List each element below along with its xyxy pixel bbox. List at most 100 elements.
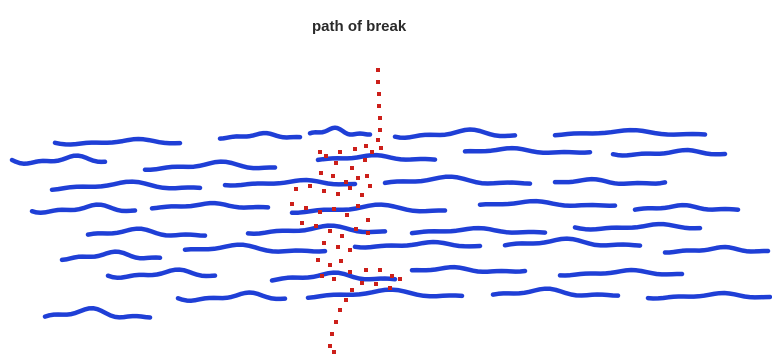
fiber-strand — [175, 290, 288, 303]
break-dot — [398, 277, 402, 281]
fiber-strand — [352, 239, 483, 250]
break-dot — [332, 207, 336, 211]
fiber-strand — [315, 152, 438, 163]
break-dot — [332, 277, 336, 281]
fiber-strand — [289, 202, 448, 216]
break-dot — [318, 210, 322, 214]
fiber-strand — [9, 153, 108, 166]
break-dot — [388, 286, 392, 290]
fiber-strand — [217, 130, 303, 141]
fiber-strand — [552, 127, 708, 138]
break-dot — [348, 248, 352, 252]
break-dot — [334, 320, 338, 324]
fiber-strand — [382, 174, 533, 186]
break-dot — [334, 161, 338, 165]
fiber-strand — [105, 267, 218, 280]
break-dot — [350, 288, 354, 292]
break-dot — [330, 332, 334, 336]
break-dot — [378, 116, 382, 120]
break-dot — [316, 258, 320, 262]
break-dot — [348, 186, 352, 190]
break-dot — [328, 344, 332, 348]
break-dot — [336, 192, 340, 196]
break-dot — [340, 234, 344, 238]
fiber-strand — [502, 236, 643, 248]
break-dot — [370, 150, 374, 154]
break-dot — [339, 259, 343, 263]
fiber-strand — [662, 244, 771, 255]
break-dot — [331, 174, 335, 178]
break-dot — [318, 150, 322, 154]
break-dot — [328, 263, 332, 267]
break-dot — [390, 274, 394, 278]
fiber-strand — [305, 287, 465, 301]
fiber-strand — [409, 225, 548, 236]
fiber-strand — [29, 202, 138, 216]
fiber-strand — [85, 226, 208, 238]
break-dot — [356, 176, 360, 180]
break-dot — [338, 308, 342, 312]
break-dot — [378, 268, 382, 272]
break-dot — [376, 80, 380, 84]
fiber-strand — [552, 176, 668, 187]
fiber-strand — [182, 242, 328, 254]
break-dot — [366, 231, 370, 235]
break-dot — [336, 245, 340, 249]
break-dot — [344, 180, 348, 184]
break-dot — [376, 68, 380, 72]
fiber-strand — [59, 249, 163, 263]
fiber-strand — [307, 125, 373, 137]
break-dot — [374, 282, 378, 286]
break-dot — [314, 224, 318, 228]
fiber-strand — [269, 270, 398, 283]
fiber-strand — [610, 147, 728, 158]
fiber-strand — [462, 145, 593, 155]
break-path-dots — [290, 68, 402, 354]
fiber-strand — [142, 159, 278, 173]
break-dot — [304, 206, 308, 210]
break-dot — [378, 128, 382, 132]
break-dot — [319, 171, 323, 175]
break-dot — [345, 213, 349, 217]
break-dot — [300, 221, 304, 225]
break-dot — [368, 184, 372, 188]
break-dot — [364, 144, 368, 148]
break-dot — [365, 174, 369, 178]
break-dot — [379, 146, 383, 150]
break-dot — [366, 218, 370, 222]
break-dot — [324, 154, 328, 158]
break-dot — [290, 202, 294, 206]
path-of-break-label: path of break — [312, 18, 407, 35]
break-dot — [364, 268, 368, 272]
break-dot — [350, 166, 354, 170]
fiber-strand — [490, 286, 621, 298]
fibers-group — [9, 125, 772, 320]
break-dot — [360, 281, 364, 285]
break-dot — [332, 350, 336, 354]
fiber-strand — [222, 177, 358, 188]
fiber-strand — [52, 136, 183, 147]
break-dot — [322, 189, 326, 193]
break-dot — [356, 204, 360, 208]
fiber-strand — [49, 179, 203, 193]
fiber-strand — [392, 127, 518, 140]
fiber-strand — [572, 221, 703, 232]
break-dot — [376, 138, 380, 142]
break-dot — [363, 158, 367, 162]
break-dot — [338, 150, 342, 154]
fiber-strand — [42, 305, 153, 320]
break-dot — [377, 92, 381, 96]
break-dot — [322, 241, 326, 245]
fiber-strand — [632, 202, 741, 212]
fiber-strand — [409, 264, 528, 275]
break-dot — [360, 193, 364, 197]
fiber-strand — [645, 290, 772, 301]
fiber-strand — [477, 198, 618, 208]
break-dot — [353, 147, 357, 151]
break-dot — [328, 229, 332, 233]
break-dot — [344, 298, 348, 302]
fiber-strand — [557, 267, 685, 278]
break-dot — [308, 184, 312, 188]
